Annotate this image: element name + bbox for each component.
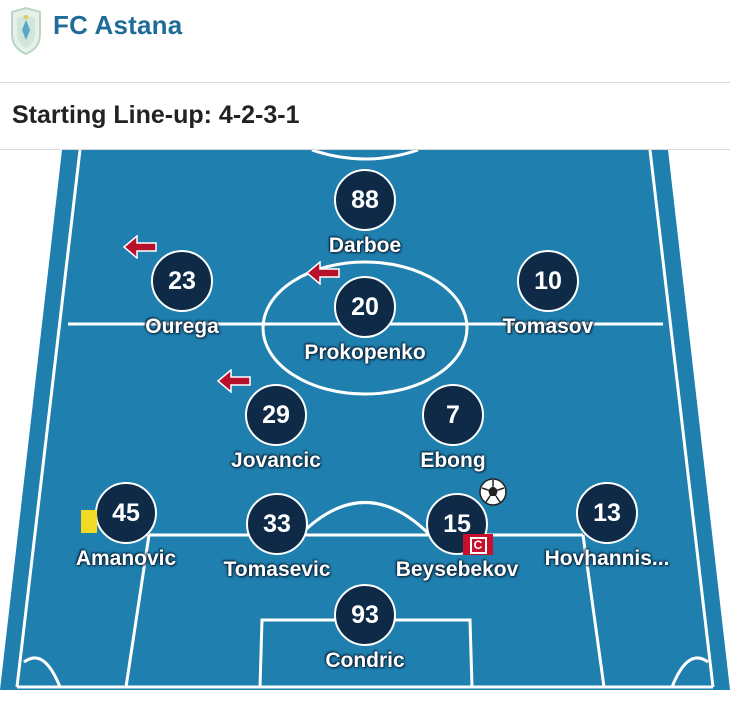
player-number[interactable]: 10 [517,250,579,312]
player-number[interactable]: 23 [151,250,213,312]
player-name[interactable]: Ebong [420,449,486,472]
captain-icon: C [463,534,493,555]
player-name[interactable]: Condric [325,649,405,672]
player-name[interactable]: Amanovic [75,547,177,570]
goal-ball-icon [479,478,507,506]
substitution-arrow-icon [217,369,251,393]
lineup-title: Starting Line-up: 4-2-3-1 [12,101,300,129]
player-number[interactable]: 93 [334,584,396,646]
substitution-arrow-icon [123,235,157,259]
player-number[interactable]: 20 [334,276,396,338]
player-name[interactable]: Jovancic [231,449,321,472]
team-crest-icon [11,6,41,56]
player-number[interactable]: 29 [245,384,307,446]
team-header: FC Astana [0,0,730,83]
yellow-card-icon [81,510,97,533]
lineup-header: Starting Line-up: 4-2-3-1 [0,83,730,150]
player-name[interactable]: Prokopenko [304,341,426,364]
player-name[interactable]: Tomasov [502,315,594,338]
player-name[interactable]: Ourega [145,315,219,338]
player-name[interactable]: Darboe [328,234,402,257]
player-name[interactable]: Beysebekov [395,558,519,581]
captain-label: C [469,537,487,554]
player-number[interactable]: 7 [422,384,484,446]
player-name[interactable]: Tomasevic [223,558,331,581]
player-number[interactable]: 45 [95,482,157,544]
player-number[interactable]: 33 [246,493,308,555]
player-number[interactable]: 13 [576,482,638,544]
player-number[interactable]: 88 [334,169,396,231]
substitution-arrow-icon [306,261,340,285]
team-name[interactable]: FC Astana [53,10,183,40]
player-name[interactable]: Hovhannis... [544,547,670,570]
